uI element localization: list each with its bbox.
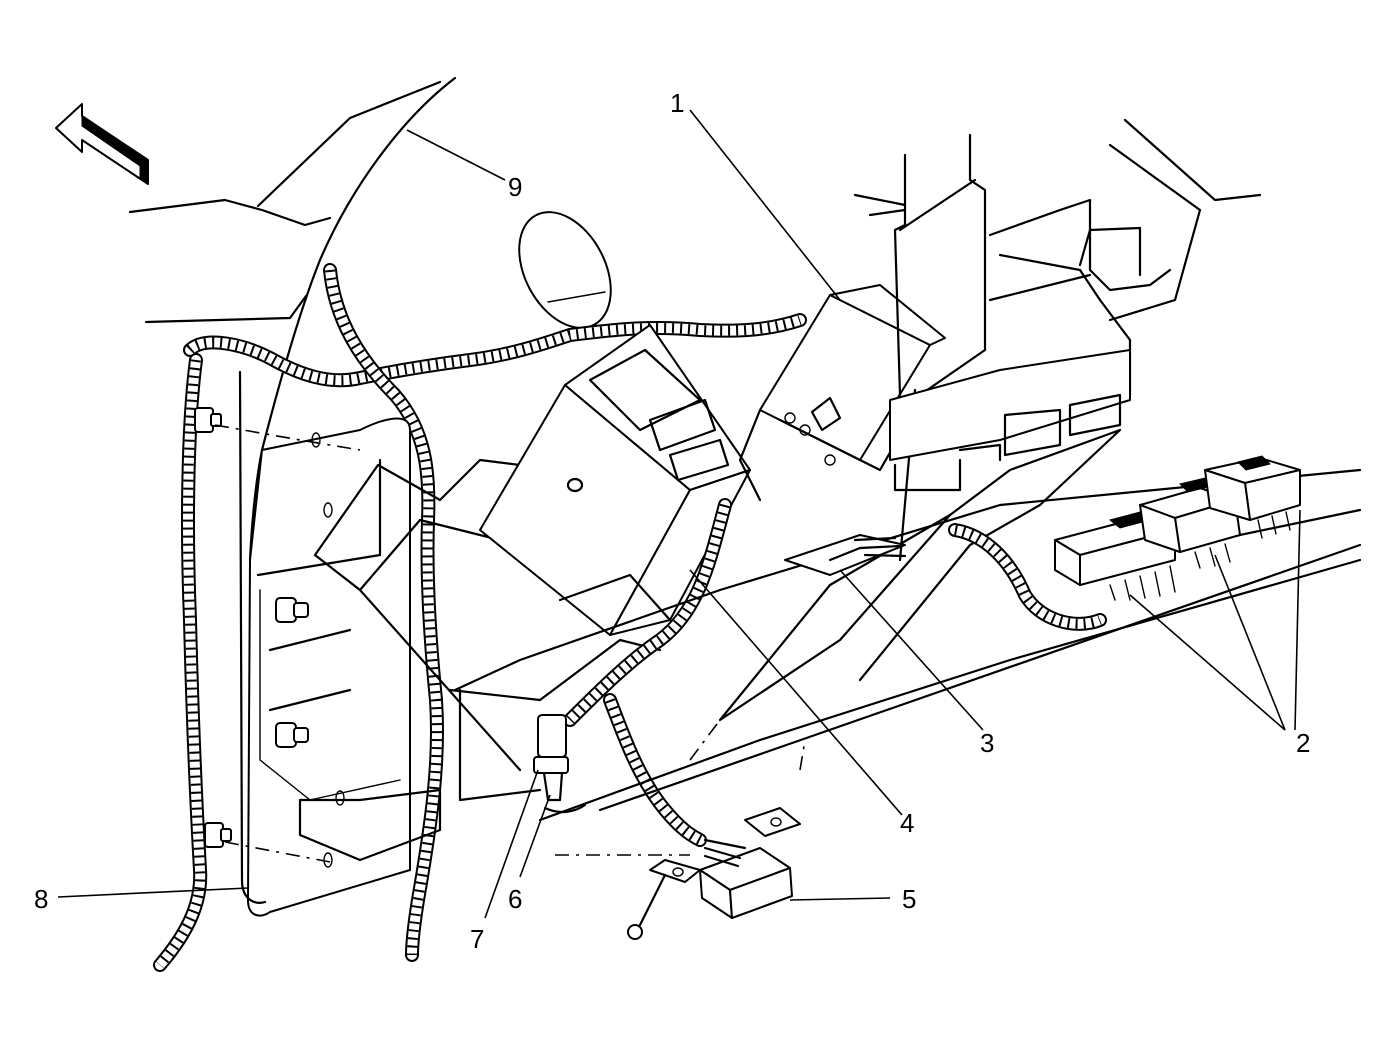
callout-7: 7 (470, 924, 484, 954)
relay-center-bracket (738, 284, 946, 502)
callout-5: 5 (902, 884, 916, 914)
harness-connectors (1054, 455, 1301, 601)
side-trim-panel (238, 370, 442, 917)
callout-2: 2 (1296, 728, 1310, 758)
leader-lines (57, 109, 1301, 919)
relay-connector (784, 534, 907, 576)
callout-1: 1 (670, 88, 684, 118)
gauge-opening (518, 211, 612, 329)
callout-9: 9 (508, 172, 522, 202)
lower-module (627, 807, 801, 940)
sensor-connector (533, 714, 587, 814)
module-housing (448, 324, 751, 802)
windshield-outline (128, 76, 457, 562)
center-harness (323, 263, 445, 962)
front-arrow-icon (55, 103, 149, 185)
upper-wire-harness (183, 313, 807, 388)
panel-studs (194, 407, 345, 868)
left-vertical-harness (153, 353, 208, 972)
right-lower-harness (948, 523, 1107, 631)
duct-panel-right (718, 349, 1131, 722)
connector-c (1204, 455, 1301, 539)
callout-8: 8 (34, 884, 48, 914)
callout-3: 3 (980, 728, 994, 758)
callout-6: 6 (508, 884, 522, 914)
lower-harness (563, 498, 732, 847)
callout-4: 4 (900, 808, 914, 838)
callout-labels: 9 1 2 3 4 5 6 7 8 (34, 88, 1310, 954)
